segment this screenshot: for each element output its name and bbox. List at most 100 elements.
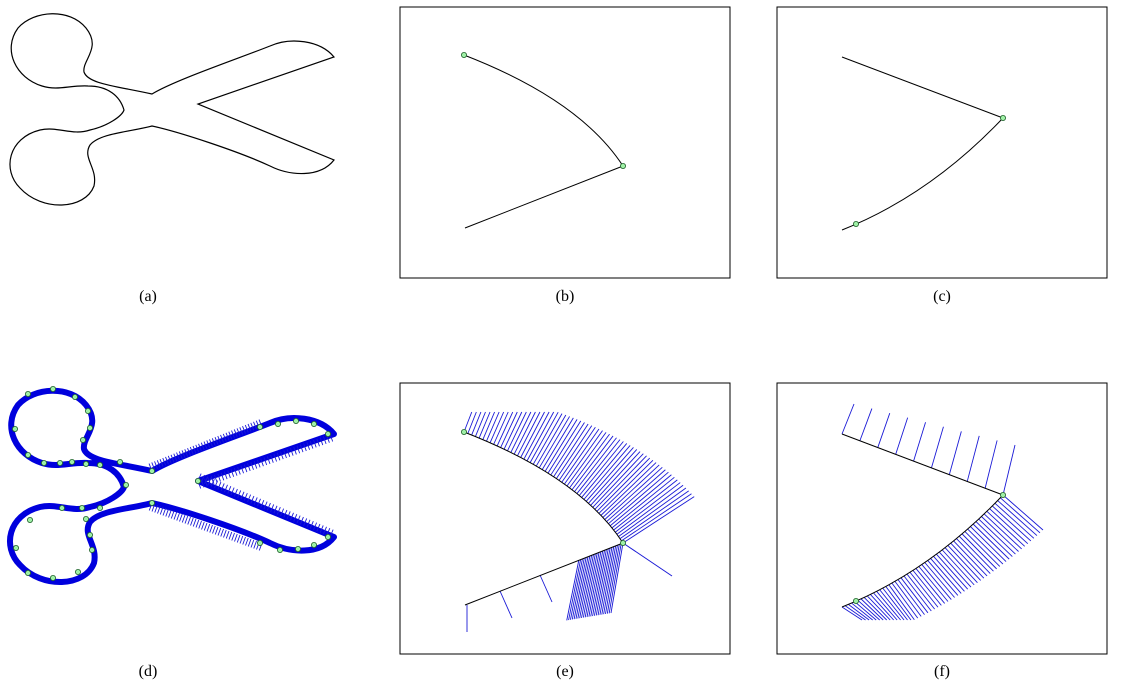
hatch-line — [156, 460, 161, 468]
hatch-line — [595, 548, 609, 616]
hatch-line — [541, 417, 574, 470]
hatch-line — [611, 476, 675, 529]
vertex-point — [620, 540, 627, 547]
hatch-line — [555, 425, 593, 479]
hatch-line — [270, 504, 275, 512]
hatch-line — [247, 538, 252, 547]
hatch-line — [280, 508, 285, 517]
hatch-line — [273, 453, 278, 462]
hatch-line — [991, 505, 1032, 542]
hatch-line — [544, 419, 578, 472]
hatch-line — [167, 455, 172, 464]
caption-a: (a) — [139, 288, 157, 305]
hatch-line — [151, 462, 156, 471]
hatch-line — [597, 547, 611, 616]
hatched-panel-f — [776, 382, 1108, 655]
hatch-line — [585, 447, 634, 502]
hatch-line — [187, 516, 191, 525]
hatch-line — [289, 512, 294, 521]
hatch-line — [582, 553, 596, 618]
hatch-line — [496, 411, 514, 447]
hatch-line — [154, 461, 158, 469]
hatch-line — [293, 514, 298, 522]
hatch-line — [478, 411, 491, 439]
hatch-line — [247, 463, 251, 472]
hatch-line — [283, 450, 287, 459]
hatch-line — [613, 479, 678, 531]
hatch-line — [239, 535, 244, 544]
hatch-line — [930, 558, 962, 594]
hatch-line — [243, 464, 248, 473]
hatch-line — [936, 553, 969, 590]
hatch-line — [596, 457, 651, 512]
hatch-line — [927, 560, 959, 596]
hatch-line — [604, 466, 663, 520]
vertex-point — [148, 468, 155, 475]
hatch-line — [192, 445, 197, 454]
hatch-line — [844, 605, 866, 621]
hatch-line — [176, 452, 180, 461]
hatch-line — [223, 471, 228, 480]
hatch-line — [227, 486, 232, 494]
hatch-line — [286, 449, 291, 457]
hatch-line — [217, 435, 222, 444]
hatch-line — [941, 549, 975, 586]
vertex-point — [83, 515, 90, 522]
hatch-line — [242, 426, 246, 434]
hatch-line — [236, 428, 241, 436]
hatch-line — [230, 487, 235, 496]
hatch-line — [571, 558, 585, 620]
vertex-point — [460, 428, 467, 435]
hatch-line — [921, 564, 952, 600]
hatch-line — [885, 586, 912, 621]
hatch-line — [972, 523, 1010, 560]
caption-e: (e) — [556, 663, 574, 680]
hatch-line — [566, 432, 607, 487]
hatch-line — [1002, 494, 1044, 531]
vertex-point — [80, 437, 87, 444]
hatch-line — [857, 599, 880, 621]
hatch-line — [513, 411, 536, 455]
hatch-line — [225, 530, 230, 539]
hatch-line — [217, 473, 221, 482]
caption-f: (f) — [934, 663, 950, 680]
vertex-point — [123, 482, 130, 489]
hatch-line — [220, 483, 225, 491]
hatch-line — [239, 427, 244, 435]
hatch-line — [986, 510, 1026, 547]
hatch-line — [151, 503, 156, 512]
vertex-point — [460, 52, 467, 59]
hatch-line — [306, 442, 311, 450]
hatch-line — [600, 462, 657, 516]
vertex-point — [79, 504, 86, 511]
hatch-line — [181, 450, 186, 458]
hatch-line — [918, 566, 949, 602]
vertex-point — [72, 393, 79, 400]
hatch-line — [223, 484, 228, 493]
hatch-line — [299, 516, 304, 525]
hatch-line — [209, 524, 213, 533]
hatch-line — [570, 558, 583, 620]
hatch-line — [154, 504, 158, 513]
hatch-line — [260, 500, 265, 508]
hatch-line — [550, 422, 585, 476]
hatch-line — [240, 491, 245, 500]
hatch-line — [618, 487, 687, 537]
hatch-line — [322, 436, 327, 445]
hatch-line — [253, 497, 258, 505]
hatch-line — [190, 517, 194, 526]
vertex-point — [87, 425, 94, 432]
hatch-line — [984, 440, 998, 489]
hatch-line — [523, 411, 550, 460]
hatch-line — [159, 506, 164, 515]
hatch-line — [894, 581, 922, 617]
hatch-line — [529, 411, 559, 463]
hatch-line — [233, 429, 238, 438]
hatch-line — [165, 456, 169, 465]
vertex-point — [1000, 115, 1007, 122]
hatch-line — [912, 570, 942, 606]
vertex-point — [50, 574, 57, 581]
vertex-point — [324, 431, 331, 438]
hatch-line — [538, 416, 570, 469]
hatch-line — [606, 544, 620, 614]
